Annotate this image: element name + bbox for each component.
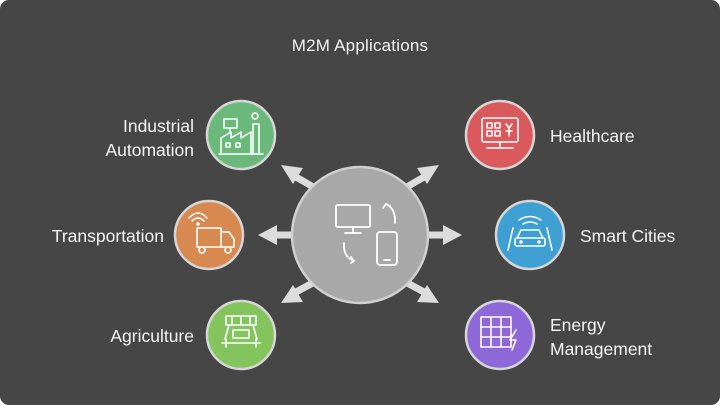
- label-line: Smart Cities: [580, 226, 676, 246]
- label-industrial-automation: Industrial Automation: [70, 114, 194, 162]
- central-hub: [290, 165, 430, 305]
- diagram-title: M2M Applications: [291, 36, 429, 55]
- node-energy-management: [464, 299, 536, 371]
- label-line: Management: [550, 339, 653, 359]
- smartphone-icon: [376, 231, 398, 266]
- factory-icon: [218, 112, 264, 155]
- label-line: Industrial: [122, 116, 194, 136]
- node-smart-cities: [494, 199, 566, 271]
- connected-car-icon: [507, 215, 553, 251]
- label-smart-cities: Smart Cities: [580, 224, 675, 248]
- label-line: Transportation: [51, 226, 164, 246]
- label-line: Energy: [550, 315, 606, 335]
- label-line: Automation: [105, 140, 194, 160]
- label-healthcare: Healthcare: [550, 124, 635, 148]
- label-transportation: Transportation: [20, 224, 164, 248]
- sync-arrows-icon: [343, 203, 396, 264]
- connected-truck-icon: [188, 212, 235, 254]
- label-energy-management: Energy Management: [550, 313, 652, 361]
- solar-panel-icon: [480, 316, 517, 351]
- label-agriculture: Agriculture: [70, 324, 194, 348]
- label-line: Agriculture: [110, 326, 194, 346]
- node-agriculture: [205, 299, 277, 371]
- label-line: Healthcare: [550, 126, 635, 146]
- medical-monitor-icon: [481, 117, 519, 149]
- harvester-icon: [221, 315, 261, 348]
- node-industrial-automation: [205, 99, 277, 171]
- node-transportation: [173, 199, 245, 271]
- node-healthcare: [464, 99, 536, 171]
- monitor-icon: [335, 204, 371, 234]
